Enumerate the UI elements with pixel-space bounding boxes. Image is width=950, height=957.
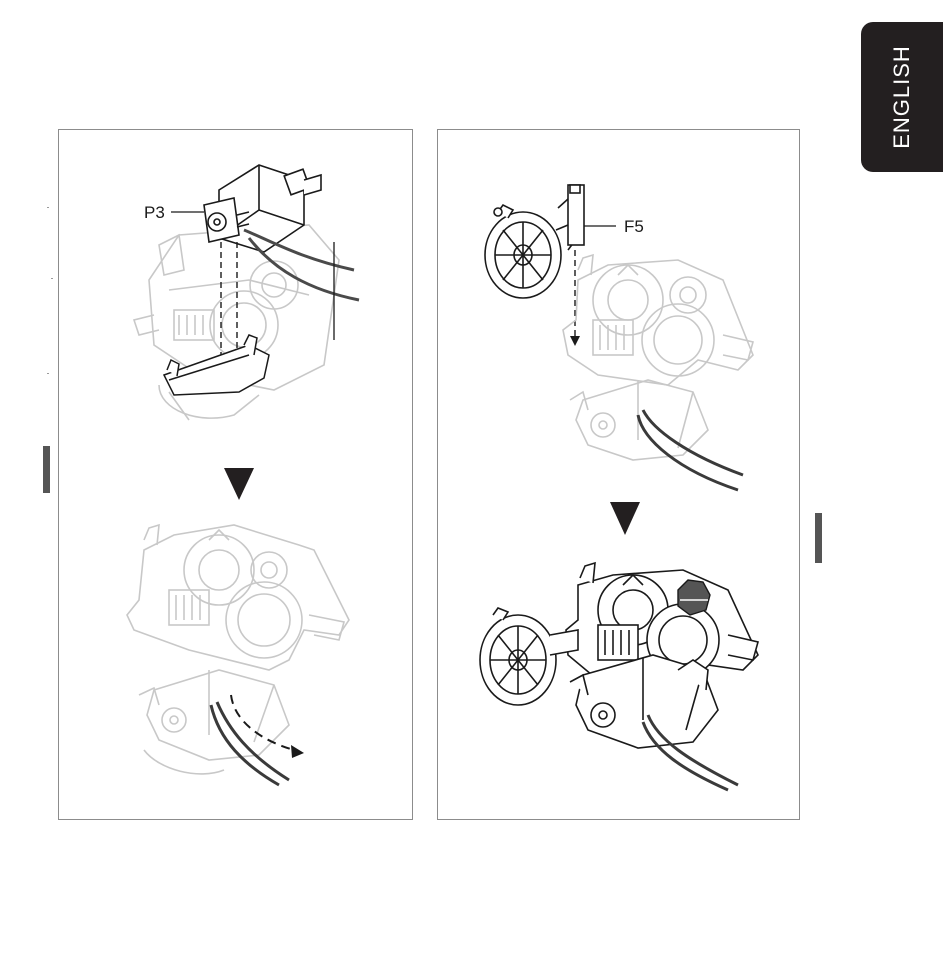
wire-routing-arrow-head [291,745,304,758]
motor-wires [638,410,743,490]
scan-fleck [47,207,49,208]
next-step-arrow [610,502,640,535]
callout-label-f5: F5 [624,218,644,235]
scan-fleck [47,373,49,374]
down-arrow-head [570,336,580,346]
scan-fleck [51,278,53,279]
next-step-arrow [224,468,254,500]
illustration-motor-installation [59,130,411,818]
illustration-wheel-installation [438,130,798,818]
wheel-f5-installed [480,608,578,705]
margin-bar-left [43,446,50,493]
wheel-f5 [485,185,584,298]
routed-wires [211,702,289,785]
language-label: ENGLISH [889,45,915,149]
pinion-gear-dark [678,580,710,615]
assembly-step-panel-left: P3 [58,129,413,820]
margin-bar-right [815,513,822,563]
language-tab: ENGLISH [861,22,943,172]
assembly-step-panel-right: F5 [437,129,800,820]
callout-label-p3: P3 [144,204,165,221]
